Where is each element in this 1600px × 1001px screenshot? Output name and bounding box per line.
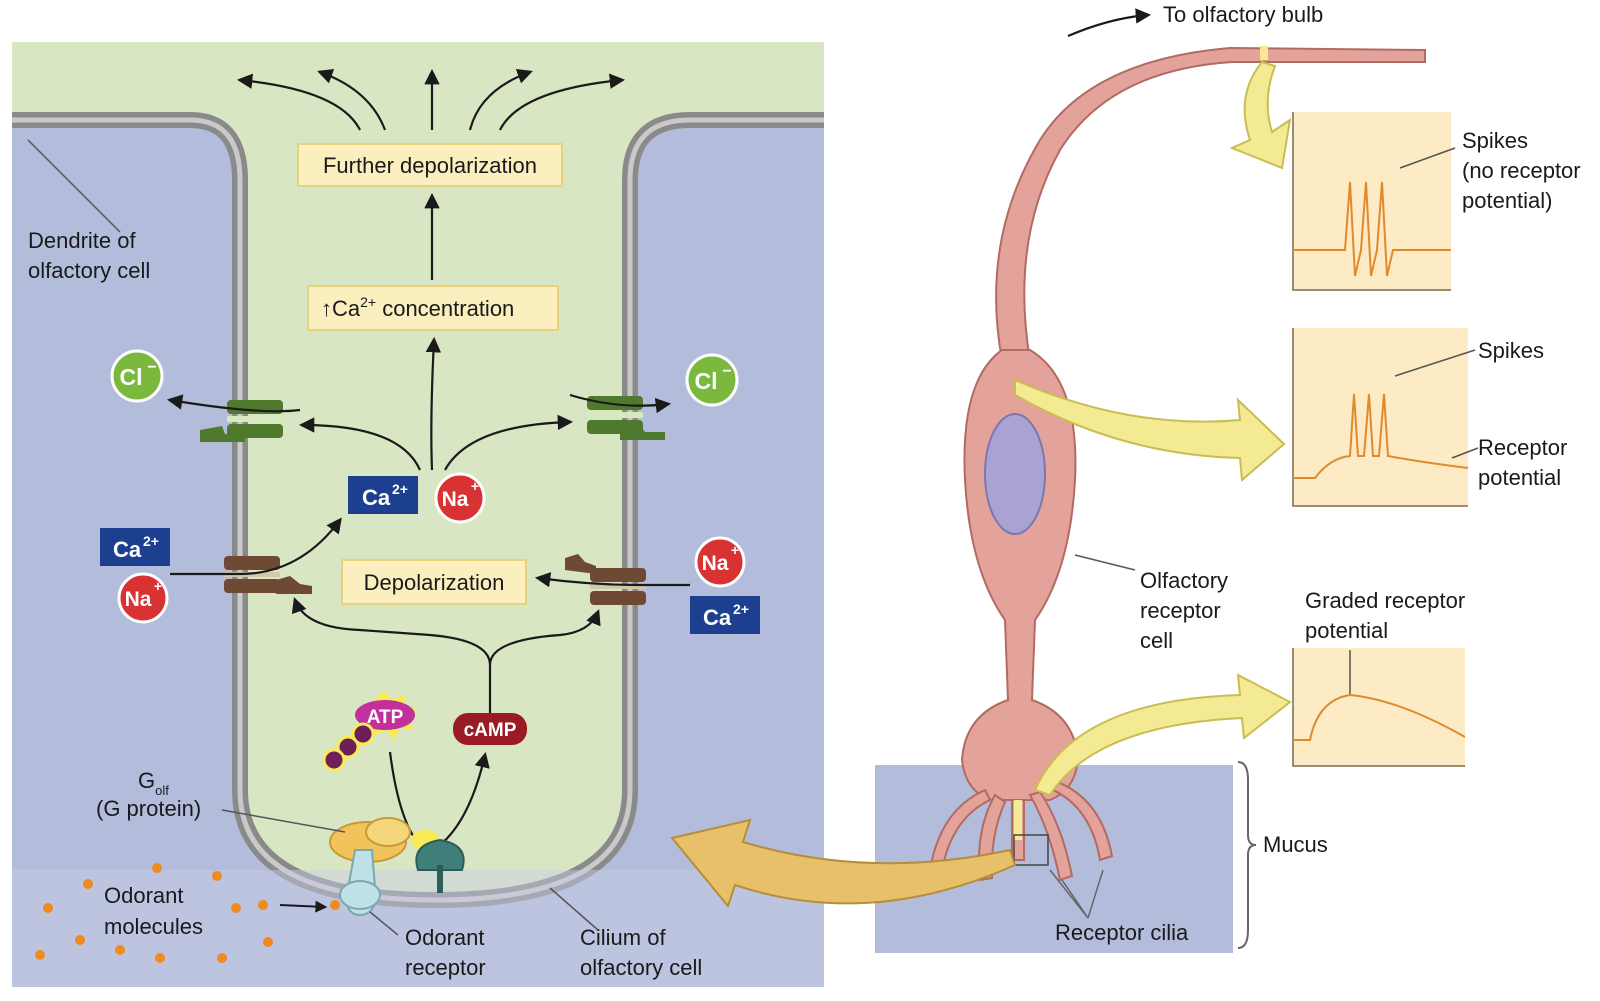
extracellular-space [12,120,824,987]
svg-text:+: + [471,478,479,494]
graded-label-line1: Graded receptor [1305,588,1465,613]
svg-text:Ca: Ca [362,485,391,510]
trace-pointer-arrows [1014,60,1292,797]
depolarization-box: Depolarization [341,559,527,605]
odorant-receptor-label-line1: Odorant [405,925,485,950]
svg-text:Ca: Ca [703,605,732,630]
svg-text:2+: 2+ [392,481,408,497]
further-depolarization-box: Further depolarization [297,143,563,187]
trace-spikes-no-receptor [1292,112,1451,291]
svg-text:+: + [731,542,739,558]
g-protein-complex [329,817,465,917]
chloride-ion-left: Cl − [110,349,164,403]
cng-channel-right [565,554,646,605]
svg-text:+: + [154,578,162,594]
odorant-receptor-label-line2: receptor [405,955,486,980]
g-protein-label: (G protein) [96,796,201,821]
receptor-cilia-label: Receptor cilia [1055,920,1189,945]
svg-text:cAMP: cAMP [464,720,517,741]
spikes-top-label-line2: (no receptor [1462,158,1581,183]
dendrite-label-line2: olfactory cell [28,258,150,283]
calcium-ion-outside-right: Ca 2+ [690,596,760,634]
calcium-concentration-box: ↑Ca2+ concentration [307,285,559,331]
dendrite-label-line1: Dendrite of [28,228,137,253]
trace-graded-receptor [1292,648,1466,767]
svg-text:Na: Na [442,488,469,511]
trace-spikes-receptor [1292,328,1469,507]
calcium-ion-outside-left: Ca 2+ [100,528,170,566]
receptor-potential-label-line2: potential [1478,465,1561,490]
spikes-mid-label: Spikes [1478,338,1544,363]
cilium-label-line2: olfactory cell [580,955,702,980]
svg-text:Ca: Ca [113,537,142,562]
spikes-top-label-line3: potential) [1462,188,1553,213]
further-depolarization-label: Further depolarization [323,153,537,178]
depolarization-label: Depolarization [364,570,505,595]
spikes-top-label-line1: Spikes [1462,128,1528,153]
chloride-channel-left [200,400,283,442]
cilium-panel [12,42,824,987]
calcium-effect-arrows [298,336,574,471]
mucus-label: Mucus [1263,832,1328,857]
receptor-cell-label-line1: Olfactory [1140,568,1228,593]
sodium-ion-outside-left: Na + [117,572,169,624]
golf-label: Golf [138,768,169,798]
sodium-ion-inside: Na + [434,472,486,524]
camp-molecule: cAMP [453,713,527,745]
svg-text:Cl: Cl [120,364,143,390]
calcium-ion-inside: Ca 2+ [348,476,418,514]
magnify-arrow [670,818,1017,909]
calcium-concentration-label: ↑Ca2+ concentration [321,294,514,321]
atp-molecule: ATP [322,690,418,772]
svg-text:Cl: Cl [695,368,718,394]
svg-text:−: − [147,359,156,376]
sodium-ion-outside-right: Na + [694,536,746,588]
receptor-potential-label-line1: Receptor [1478,435,1567,460]
outflow-arrows [236,68,626,131]
graded-label-line2: potential [1305,618,1388,643]
to-olfactory-bulb-label: To olfactory bulb [1163,2,1323,27]
odorant-molecules [35,863,340,963]
svg-text:ATP: ATP [367,707,404,728]
svg-text:2+: 2+ [143,533,159,549]
receptor-cell-label-line3: cell [1140,628,1173,653]
svg-text:Na: Na [125,588,152,611]
odorant-molecules-label-line1: Odorant [104,883,184,908]
odorant-molecules-label-line2: molecules [104,914,203,939]
svg-text:2+: 2+ [733,601,749,617]
receptor-cell-label-line2: receptor [1140,598,1221,623]
cilium-label-line1: Cilium of [580,925,666,950]
svg-text:−: − [722,363,731,380]
svg-text:Na: Na [702,552,729,575]
mucus-bracket [1237,761,1257,949]
chloride-ion-right: Cl − [685,353,739,407]
